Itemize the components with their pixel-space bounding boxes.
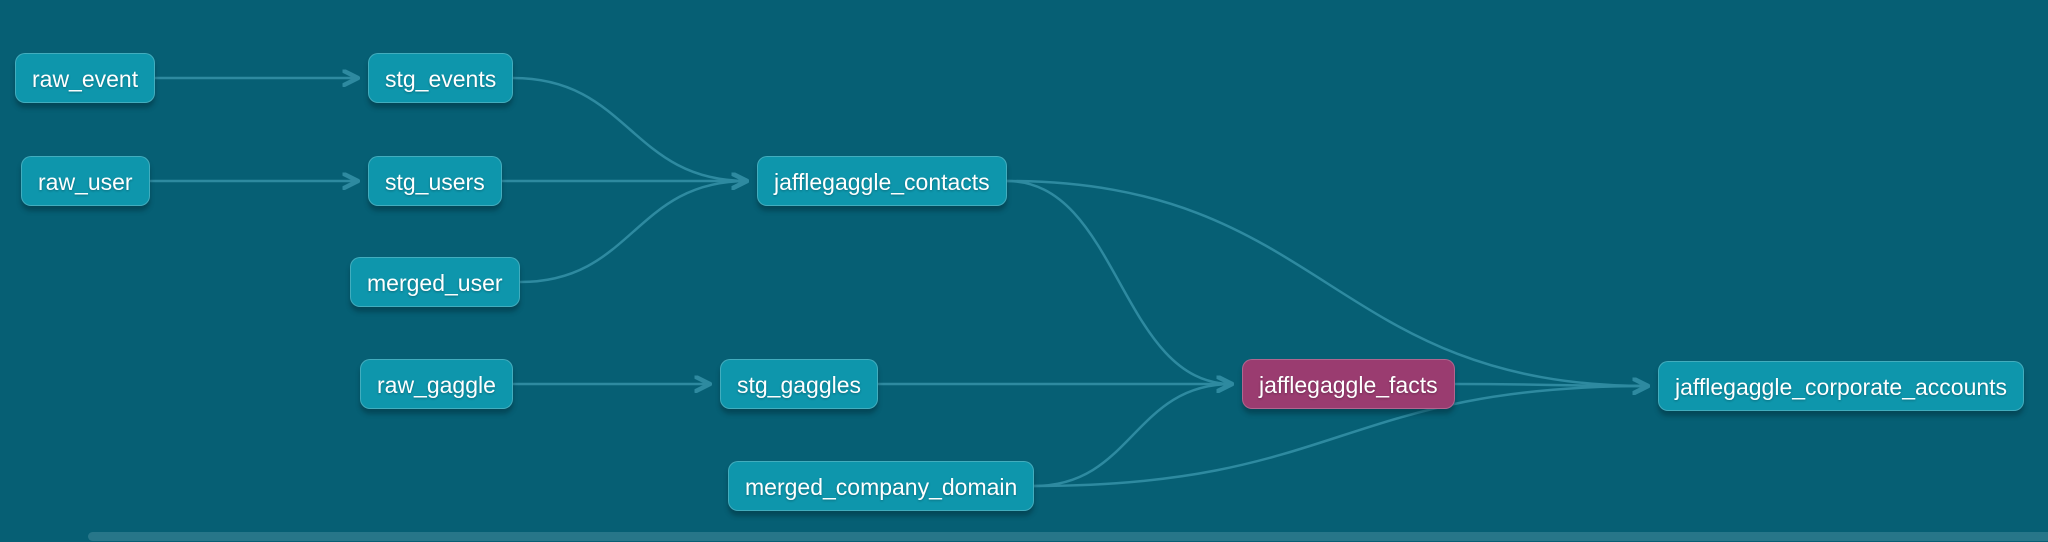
node-label: jafflegaggle_contacts [774, 169, 990, 195]
graph-node-raw_user[interactable]: raw_user [21, 156, 150, 206]
node-label: jafflegaggle_corporate_accounts [1675, 374, 2008, 400]
graph-node-merged_user[interactable]: merged_user [350, 257, 520, 307]
edge-merged_company_domain-to-jafflegaggle_corporate_accounts [1032, 386, 1648, 488]
node-label: stg_users [385, 169, 485, 195]
node-label: stg_events [385, 66, 497, 92]
graph-node-stg_gaggles[interactable]: stg_gaggles [720, 359, 879, 409]
graph-node-jafflegaggle_contacts[interactable]: jafflegaggle_contacts [757, 156, 1007, 206]
edge-jafflegaggle_contacts-to-jafflegaggle_corporate_accounts [1005, 179, 1648, 386]
graph-node-raw_gaggle[interactable]: raw_gaggle [360, 359, 513, 409]
edge-merged_user-to-jafflegaggle_contacts [518, 181, 747, 284]
node-label: raw_user [38, 169, 133, 195]
graph-node-jafflegaggle_facts[interactable]: jafflegaggle_facts [1242, 359, 1455, 409]
node-label: merged_company_domain [745, 474, 1018, 500]
graph-node-stg_users[interactable]: stg_users [368, 156, 502, 206]
edge-stg_events-to-jafflegaggle_contacts [511, 76, 747, 181]
node-label: stg_gaggles [737, 372, 862, 398]
node-label: raw_gaggle [377, 372, 496, 398]
graph-node-jafflegaggle_corporate_accounts[interactable]: jafflegaggle_corporate_accounts [1658, 361, 2025, 411]
node-label: merged_user [367, 270, 503, 296]
edge-jafflegaggle_contacts-to-jafflegaggle_facts [1005, 179, 1232, 384]
graph-node-stg_events[interactable]: stg_events [368, 53, 514, 103]
graph-node-merged_company_domain[interactable]: merged_company_domain [728, 461, 1035, 511]
edge-merged_company_domain-to-jafflegaggle_facts [1032, 384, 1232, 488]
node-label: raw_event [32, 66, 139, 92]
horizontal-scrollbar[interactable] [88, 532, 2048, 541]
node-label: jafflegaggle_facts [1259, 372, 1438, 398]
graph-node-raw_event[interactable]: raw_event [15, 53, 156, 103]
